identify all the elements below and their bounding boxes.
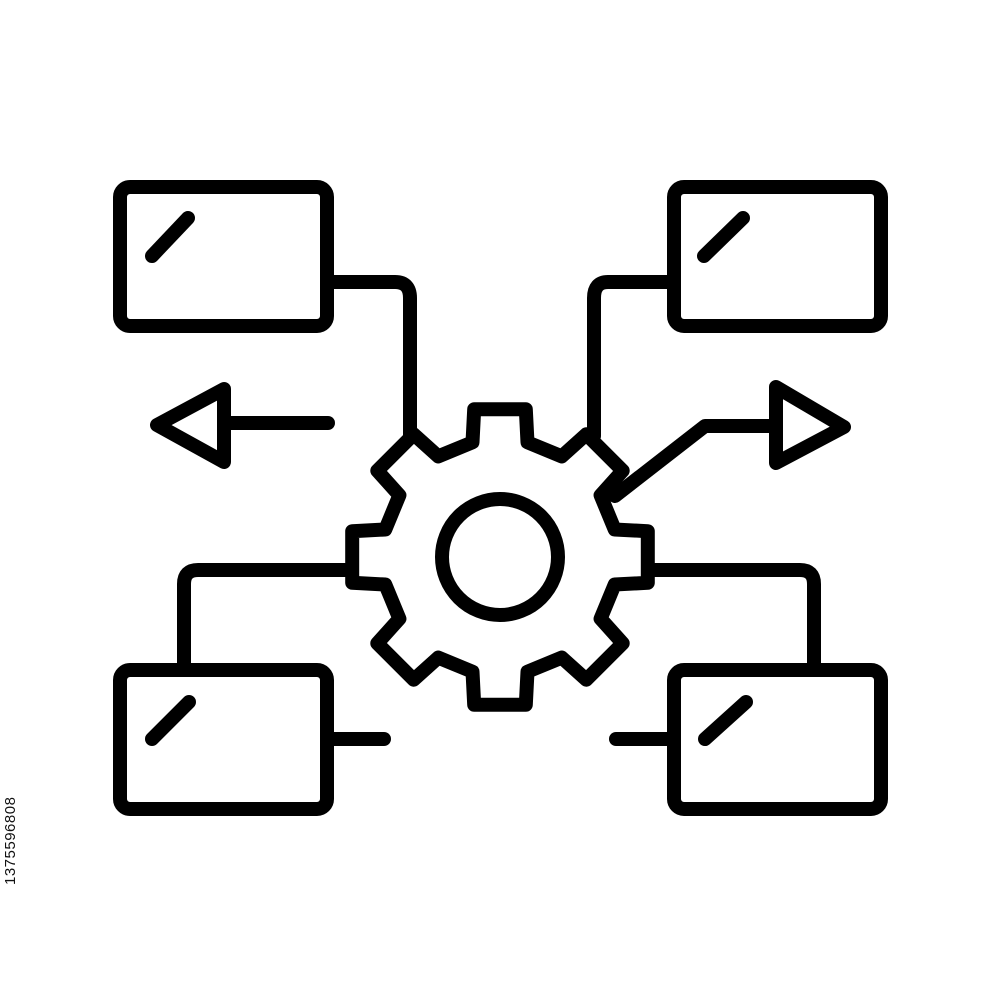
- glare-line: [145, 211, 195, 263]
- box-bottom-right: [667, 663, 888, 816]
- glare-line: [697, 211, 750, 263]
- arrow-right-icon: [769, 380, 851, 470]
- box-bottom-left: [113, 663, 334, 816]
- box-top-left: [113, 180, 334, 333]
- stock-id-watermark: 1375596808: [2, 796, 19, 885]
- box-top-right: [667, 180, 888, 333]
- arrow-left-icon: [150, 382, 231, 469]
- connector-top-right: [587, 275, 679, 443]
- arrow-right-shaft: [608, 419, 783, 503]
- connector-bottom-left: [177, 563, 352, 673]
- glare-line: [145, 695, 196, 746]
- glare-line: [698, 695, 753, 746]
- gear-hub: [435, 492, 565, 622]
- gear-icon: [345, 402, 655, 712]
- connector-top-left: [318, 275, 417, 443]
- connector-bottom-right: [648, 563, 821, 673]
